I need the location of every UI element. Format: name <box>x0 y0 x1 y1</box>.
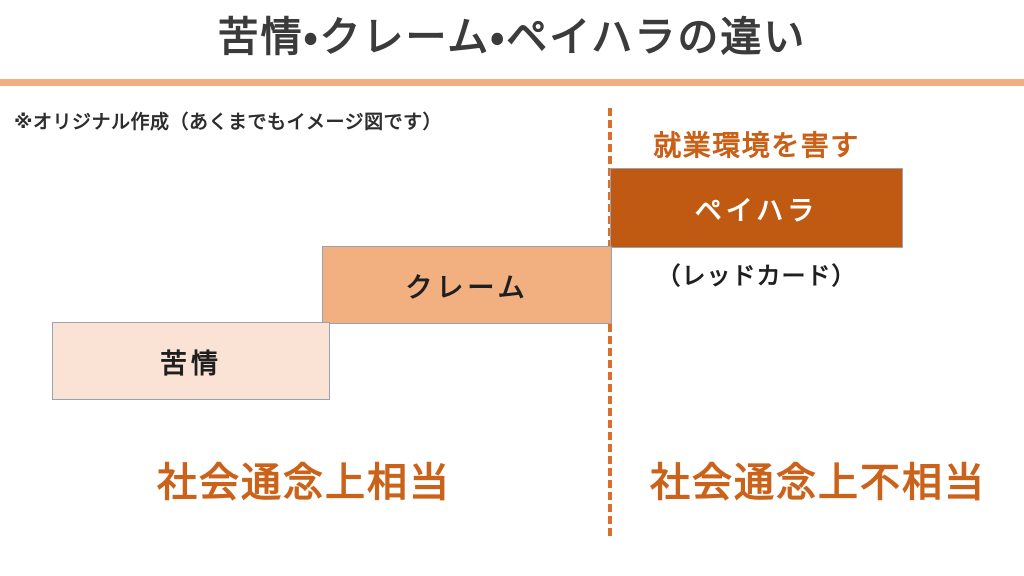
page-title: 苦情・クレーム・ペイハラの違い <box>217 13 807 61</box>
callout-red-card: （レッドカード） <box>656 262 857 290</box>
header-divider-rule <box>0 79 1024 86</box>
bar-claim-label: クレーム <box>405 272 529 304</box>
zone-caption-inappropriate: 社会通念上不相当 <box>650 460 986 506</box>
bar-pehara: ペイハラ <box>610 168 903 248</box>
zone-caption-appropriate: 社会通念上相当 <box>157 460 451 506</box>
bar-pehara-label: ペイハラ <box>694 195 819 227</box>
bar-claim: クレーム <box>322 246 612 324</box>
callout-harm-work-environment: 就業環境を害す <box>653 129 860 162</box>
bar-kujo-label: 苦情 <box>160 348 222 380</box>
bar-kujo: 苦情 <box>52 322 330 400</box>
source-note: ※オリジナル作成（あくまでもイメージ図です） <box>14 111 443 133</box>
